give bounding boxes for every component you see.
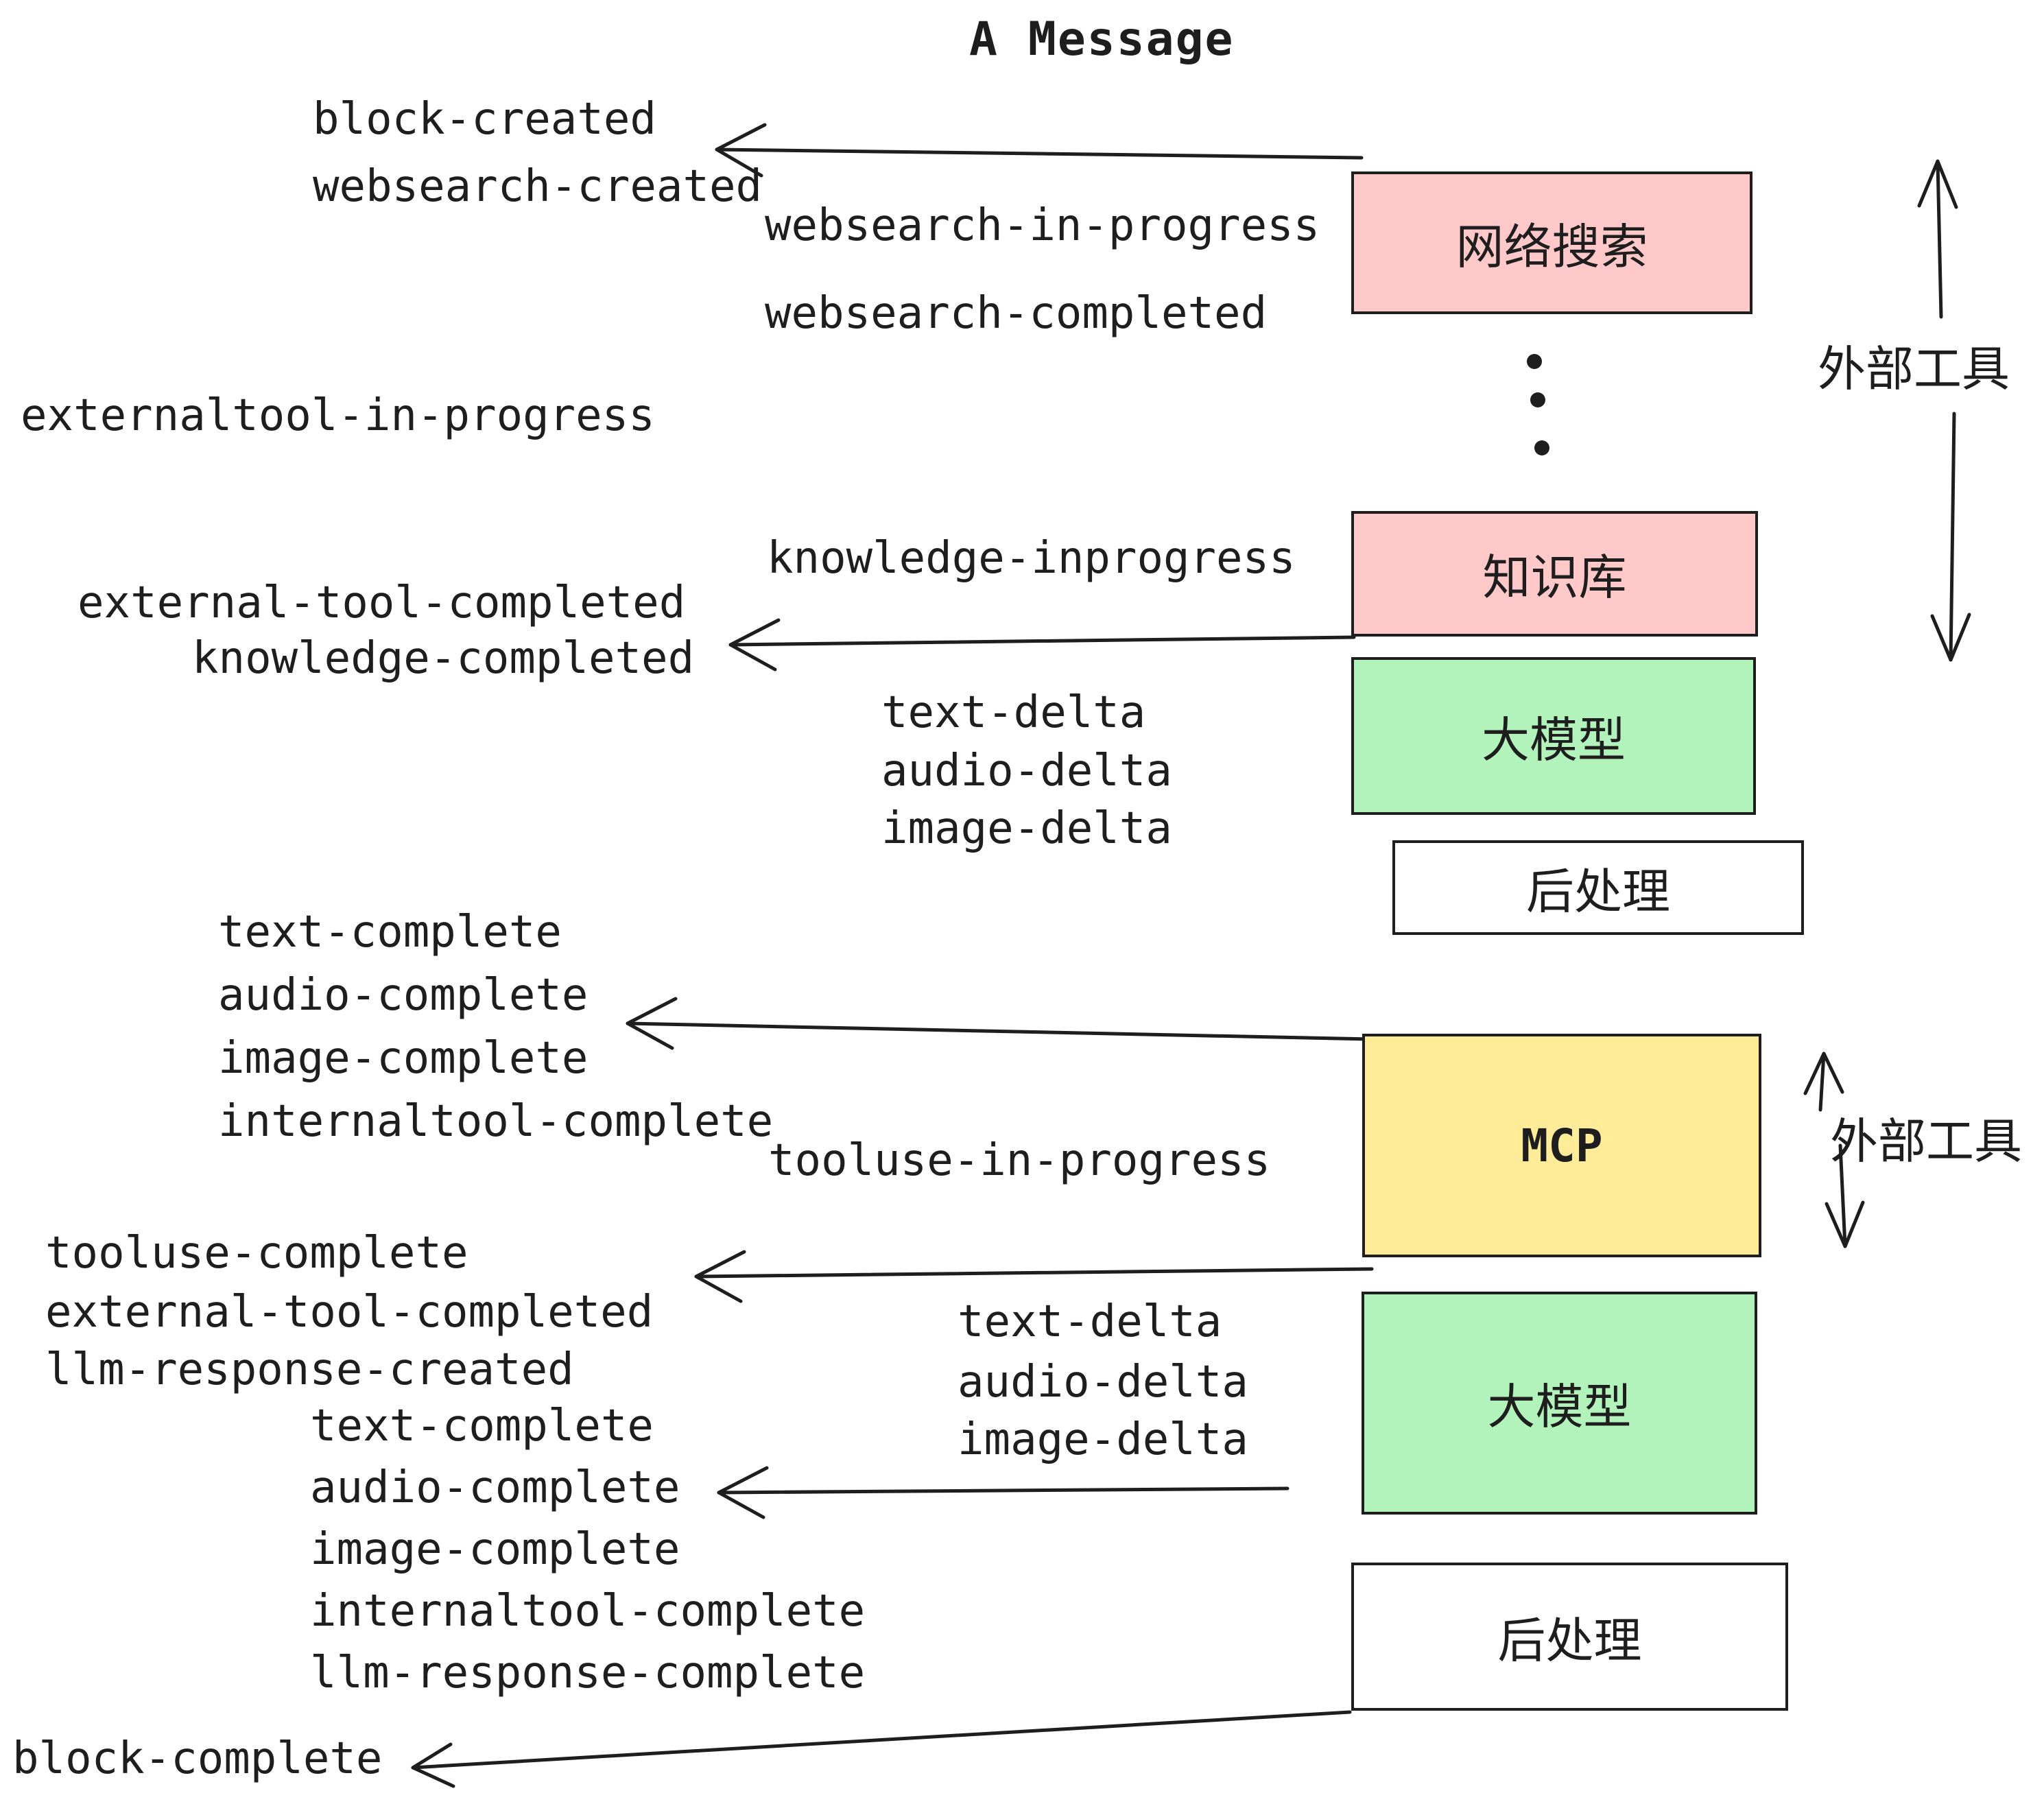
event-label-image-delta-1: image-delta — [881, 803, 1172, 854]
event-label-audio-delta-1: audio-delta — [881, 746, 1172, 796]
event-label-image-complete-1: image-complete — [218, 1033, 589, 1084]
arrow-to-audio-complete — [717, 1466, 1290, 1519]
external-tools-up-arrow-1 — [1917, 159, 1958, 319]
node-knowledge: 知识库 — [1351, 511, 1758, 637]
node-postprocess-1: 后处理 — [1392, 840, 1804, 935]
event-label-websearch-in-progress: websearch-in-progress — [765, 200, 1320, 251]
event-label-block-created: block-created — [313, 94, 656, 145]
event-label-llm-response-created: llm-response-created — [45, 1344, 574, 1395]
node-llm-2: 大模型 — [1362, 1292, 1757, 1515]
ellipsis-dot-icon — [1534, 440, 1549, 455]
external-tools-down-arrow-1 — [1930, 412, 1971, 662]
event-label-image-delta-2: image-delta — [958, 1414, 1248, 1465]
event-label-text-complete-2: text-complete — [310, 1401, 654, 1451]
node-llm-1: 大模型 — [1351, 657, 1756, 815]
event-label-external-tool-completed-2: external-tool-completed — [45, 1287, 654, 1338]
external-tools-up-arrow-2 — [1803, 1052, 1844, 1112]
event-label-internaltool-complete-2: internaltool-complete — [310, 1586, 866, 1637]
event-label-image-complete-2: image-complete — [310, 1524, 680, 1575]
ellipsis-dot-icon — [1527, 354, 1542, 369]
arrow-to-image-complete — [626, 997, 1374, 1050]
event-label-internaltool-complete-1: internaltool-complete — [218, 1096, 774, 1147]
external-tools-label-1: 外部工具 — [1818, 341, 2010, 397]
event-label-knowledge-inprogress: knowledge-inprogress — [767, 533, 1296, 584]
arrow-to-knowledge-completed — [728, 618, 1356, 672]
event-label-text-delta-2: text-delta — [958, 1296, 1222, 1347]
external-tools-label-2: 外部工具 — [1830, 1113, 2022, 1170]
event-label-websearch-completed: websearch-completed — [765, 288, 1268, 339]
event-label-knowledge-completed: knowledge-completed — [192, 633, 695, 684]
arrow-to-tooluse-complete — [694, 1250, 1374, 1303]
event-label-tooluse-complete: tooluse-complete — [45, 1228, 468, 1279]
node-postprocess-2: 后处理 — [1351, 1563, 1788, 1711]
node-mcp: MCP — [1362, 1034, 1761, 1257]
event-label-audio-delta-2: audio-delta — [958, 1357, 1248, 1408]
event-label-audio-complete-1: audio-complete — [218, 970, 589, 1021]
event-label-text-delta-1: text-delta — [881, 687, 1146, 738]
event-label-text-complete-1: text-complete — [218, 907, 562, 958]
event-label-llm-response-complete: llm-response-complete — [310, 1648, 866, 1698]
event-label-websearch-created: websearch-created — [313, 161, 763, 212]
node-websearch: 网络搜索 — [1351, 171, 1752, 314]
ellipsis-dot-icon — [1530, 392, 1545, 407]
arrow-to-block-complete — [411, 1710, 1352, 1788]
event-label-audio-complete-2: audio-complete — [310, 1462, 680, 1513]
event-label-tooluse-in-progress: tooluse-in-progress — [768, 1135, 1271, 1186]
event-label-externaltool-in-progress: externaltool-in-progress — [21, 390, 655, 441]
arrow-to-block-created — [715, 123, 1364, 178]
event-label-external-tool-completed-1: external-tool-completed — [78, 578, 686, 628]
event-label-block-complete: block-complete — [12, 1733, 383, 1784]
diagram-title: A Message — [969, 12, 1235, 67]
